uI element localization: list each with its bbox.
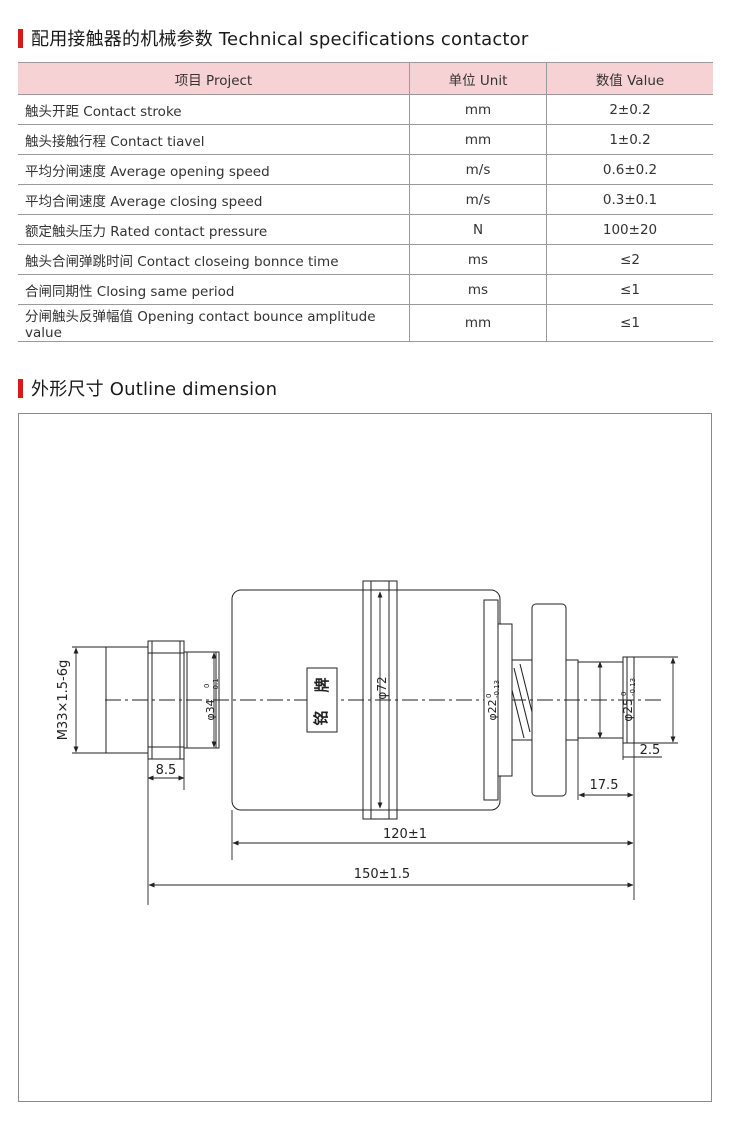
spec-table: 项目 Project 单位 Unit 数值 Value 触头开距 Contact… (18, 62, 713, 342)
heading-accent-bar (18, 28, 23, 48)
table-row: 平均分闸速度 Average opening speed m/s 0.6±0.2 (18, 154, 713, 185)
row-unit: m/s (409, 154, 547, 185)
table-row: 触头开距 Contact stroke mm 2±0.2 (18, 94, 713, 125)
thread-label: M33×1.5-6g (56, 660, 71, 741)
d72-label: φ72 (375, 676, 389, 699)
d34-tol-lower: -0.1 (212, 678, 220, 692)
row-value: 0.6±0.2 (546, 154, 713, 185)
table-row: 合闸同期性 Closing same period ms ≤1 (18, 274, 713, 305)
row-value: 100±20 (546, 214, 713, 245)
d22-tol-lower: -0.13 (493, 680, 501, 698)
row-unit: mm (409, 304, 547, 342)
table-row: 额定触头压力 Rated contact pressure N 100±20 (18, 214, 713, 245)
spec-section-title: 配用接触器的机械参数 Technical specifications cont… (31, 29, 529, 50)
nameplate-char-2: 牌 (313, 677, 331, 692)
row-unit: m/s (409, 184, 547, 215)
dim-120: 120±1 (383, 827, 427, 842)
dim-17-5: 17.5 (590, 778, 619, 793)
row-value: ≤1 (546, 304, 713, 342)
row-value: ≤2 (546, 244, 713, 275)
d25-tol-upper: 0 (620, 692, 628, 696)
outline-drawing-frame (18, 413, 712, 1102)
column-header-unit: 单位 Unit (409, 62, 547, 95)
outline-section-title: 外形尺寸 Outline dimension (31, 379, 278, 400)
outline-section-heading: 外形尺寸 Outline dimension (18, 375, 277, 401)
row-name: 合闸同期性 Closing same period (18, 274, 410, 305)
d22-tol-upper: 0 (485, 694, 493, 698)
table-header-row: 项目 Project 单位 Unit 数值 Value (18, 62, 713, 95)
d25-tol-lower: -0.13 (629, 678, 637, 696)
row-unit: mm (409, 124, 547, 155)
row-name: 分闸触头反弹幅值 Opening contact bounce amplitud… (18, 304, 410, 342)
row-name: 平均分闸速度 Average opening speed (18, 154, 410, 185)
spec-section-heading: 配用接触器的机械参数 Technical specifications cont… (18, 25, 529, 51)
heading-accent-bar (18, 378, 23, 398)
dim-8-5: 8.5 (156, 763, 177, 778)
neck-d34 (183, 651, 220, 749)
d34-tol-upper: 0 (203, 684, 211, 688)
row-name: 触头开距 Contact stroke (18, 94, 410, 125)
row-value: 1±0.2 (546, 124, 713, 155)
column-header-value: 数值 Value (546, 62, 713, 95)
nameplate (306, 667, 338, 733)
row-value: 0.3±0.1 (546, 184, 713, 215)
end-cap-d25 (622, 656, 635, 744)
row-name: 平均合闸速度 Average closing speed (18, 184, 410, 215)
table-row: 平均合闸速度 Average closing speed m/s 0.3±0.1 (18, 184, 713, 215)
nameplate-char-1: 铭 (312, 710, 330, 725)
table-row: 分闸触头反弹幅值 Opening contact bounce amplitud… (18, 304, 713, 342)
row-unit: mm (409, 94, 547, 125)
row-name: 触头合闸弹跳时间 Contact closeing bonnce time (18, 244, 410, 275)
flange-ring (362, 580, 398, 820)
dim-150: 150±1.5 (354, 867, 410, 882)
row-name: 额定触头压力 Rated contact pressure (18, 214, 410, 245)
column-header-project: 项目 Project (18, 62, 410, 95)
dim-2-5: 2.5 (640, 743, 661, 758)
row-unit: ms (409, 274, 547, 305)
row-value: 2±0.2 (546, 94, 713, 125)
d25-label: φ25 (621, 698, 635, 721)
table-row: 触头接触行程 Contact tiavel mm 1±0.2 (18, 124, 713, 155)
table-row: 触头合闸弹跳时间 Contact closeing bonnce time ms… (18, 244, 713, 275)
row-unit: N (409, 214, 547, 245)
row-unit: ms (409, 244, 547, 275)
d22-label: φ22 (486, 699, 499, 720)
d34-label: φ34 (204, 699, 217, 720)
row-value: ≤1 (546, 274, 713, 305)
row-name: 触头接触行程 Contact tiavel (18, 124, 410, 155)
